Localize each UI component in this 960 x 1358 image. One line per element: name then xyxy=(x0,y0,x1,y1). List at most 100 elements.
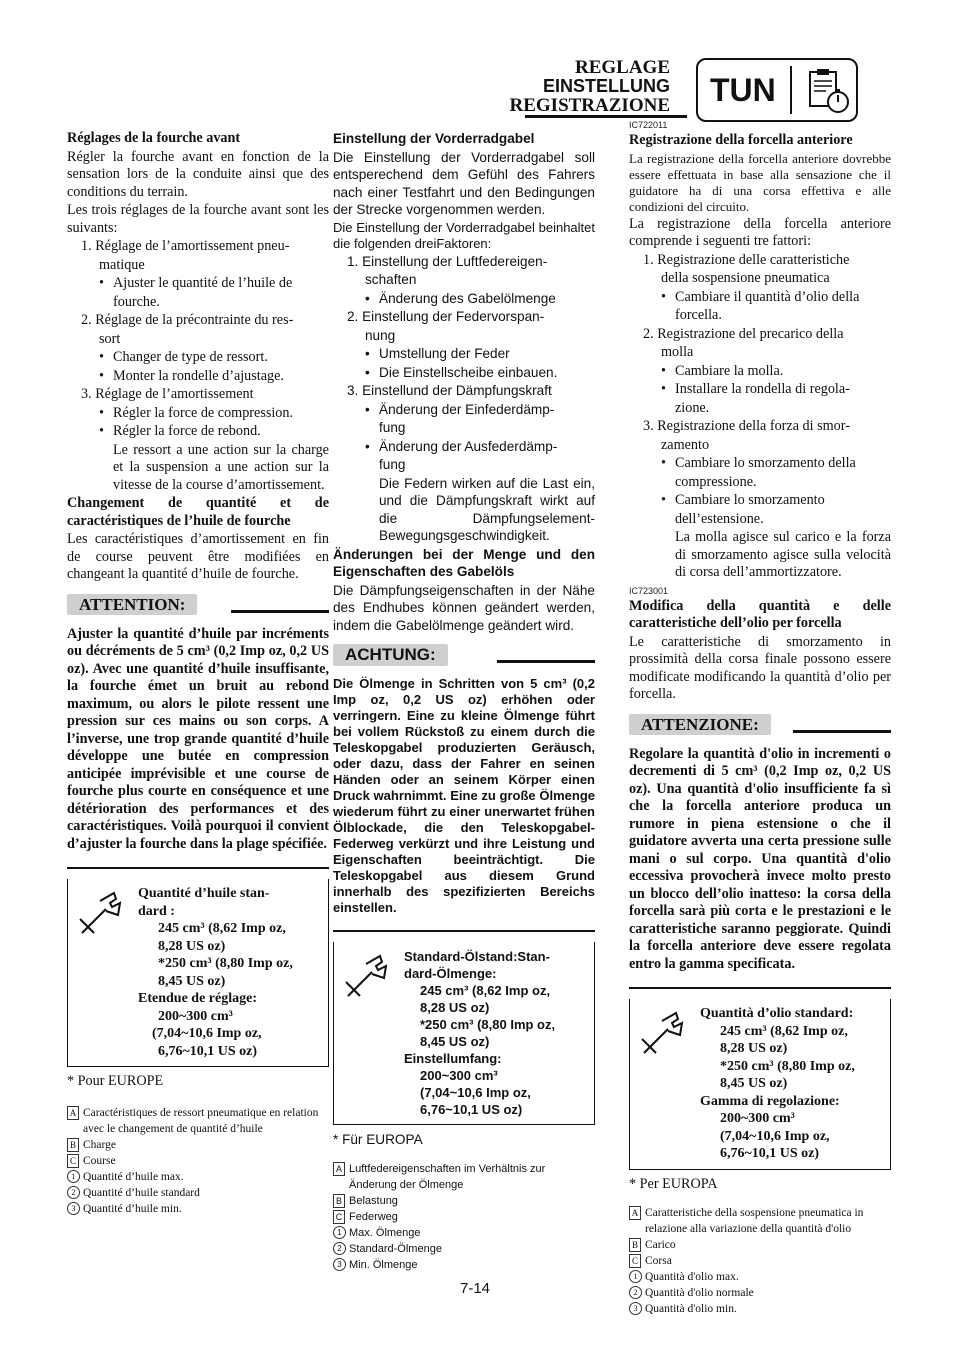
legend-key: 2 xyxy=(333,1241,346,1255)
spec-line: Gamma di regolazione: xyxy=(700,1093,840,1109)
legend-key: B xyxy=(333,1193,345,1208)
fr-step-2b: sort xyxy=(99,330,121,347)
it-step-2: 2. Registrazione del precarico della xyxy=(643,325,844,342)
legend-text: Min. Ölmenge xyxy=(349,1258,418,1271)
spec-line: Quantité d’huile stan- xyxy=(138,886,270,901)
it-intro2: La registrazione della forcella anterior… xyxy=(629,215,891,250)
legend-text: Federweg xyxy=(349,1210,398,1223)
legend-key: B xyxy=(67,1137,79,1152)
de-step-1b: schaften xyxy=(365,272,417,287)
it-subtitle-2: Modifica della quantità e delle caratter… xyxy=(629,597,891,632)
de-warning-text: Die Ölmenge in Schritten von 5 cm³ (0,2 … xyxy=(333,676,595,915)
spec-line: Etendue de réglage: xyxy=(138,991,257,1006)
fr-warning-rule xyxy=(231,609,329,613)
de-intro2: Die Einstellung der Vorderradgabel beinh… xyxy=(333,219,595,251)
legend-text: Caratteristiche della sospensione pneuma… xyxy=(645,1207,864,1235)
legend-key: 2 xyxy=(67,1185,80,1199)
legend-key: 3 xyxy=(333,1257,346,1271)
legend-key: A xyxy=(67,1105,79,1120)
wrench-icon xyxy=(641,1011,684,1054)
de-intro: Die Einstellung der Vorderradgabel soll … xyxy=(333,149,595,218)
fr-spec-box: Quantité d’huile stan- dard : 245 cm³ (8… xyxy=(67,879,329,1067)
legend-text: Course xyxy=(83,1154,116,1167)
it-step-3-bullet-1b: compressione. xyxy=(675,473,757,490)
it-step-2b: molla xyxy=(661,344,694,360)
de-step-3-bullet-1: Änderung der Einfederdämp- xyxy=(333,401,595,419)
legend-item: A Caratteristiche della sospensione pneum… xyxy=(629,1205,891,1237)
legend-text: Quantité d’huile standard xyxy=(83,1186,200,1199)
spec-line: *250 cm³ (8,80 Imp oz, xyxy=(720,1058,855,1074)
spec-line: 200~300 cm³ xyxy=(720,1111,795,1126)
it-step-2-bullet-2: Installare la rondella di regola- xyxy=(629,381,891,399)
fr-warning-text: Ajuster la quantité d’huile par incrémen… xyxy=(67,625,329,852)
de-step-3: 3. Einstellund der Dämpfungskraft xyxy=(347,383,552,398)
spec-line: 245 cm³ (8,62 Imp oz, xyxy=(720,1023,848,1039)
it-title: Registrazione della forcella anteriore xyxy=(629,132,853,148)
header-line-de: EINSTELLUNG xyxy=(542,76,670,96)
fr-step-3-bullet-2: Régler la force de rebond. xyxy=(67,423,329,441)
clipboard-stopwatch-icon xyxy=(809,69,849,113)
it-spec-lines: Quantità d’olio standard: 245 cm³ (8,62 … xyxy=(700,1005,882,1163)
it-spec-box: Quantità d’olio standard: 245 cm³ (8,62 … xyxy=(629,999,891,1170)
spec-line: Einstellumfang: xyxy=(404,1051,502,1066)
spec-line: (7,04~10,6 Imp oz, xyxy=(152,1026,262,1041)
de-subtitle-2-text: Die Dämpfungseigenschaften in der Nähe d… xyxy=(333,582,595,633)
de-step-2: 2. Einstellung der Federvorspan- xyxy=(347,309,545,324)
legend-item: A Luftfedereigenschaften im Verhältnis zu… xyxy=(333,1161,595,1193)
legend-text: Max. Ölmenge xyxy=(349,1226,421,1239)
legend-key: 1 xyxy=(629,1270,642,1283)
spec-line: *250 cm³ (8,80 Imp oz, xyxy=(420,1017,556,1032)
legend-text: Quantité d’huile max. xyxy=(83,1170,184,1183)
spec-line: Quantità d’olio standard: xyxy=(700,1006,854,1021)
it-step-1b: della sospensione pneumatica xyxy=(661,270,830,286)
column-german: Einstellung der Vorderradgabel Die Einst… xyxy=(333,130,595,1273)
legend-text: Quantité d’huile min. xyxy=(83,1202,182,1215)
fr-spec-lines: Quantité d’huile stan- dard : 245 cm³ (8… xyxy=(138,885,320,1060)
fr-intro2: Les trois réglages de la fourche avant s… xyxy=(67,202,329,236)
legend-key: B xyxy=(629,1238,641,1252)
header-line-fr: REGLAGE xyxy=(574,57,670,78)
spec-line: 8,45 US oz) xyxy=(158,973,226,989)
wrench-icon xyxy=(345,954,388,997)
de-step-1-bullet: Änderung des Gabelölmenge xyxy=(333,290,595,308)
de-legend: A Luftfedereigenschaften im Verhältnis zu… xyxy=(333,1161,595,1273)
it-warning-rule xyxy=(793,729,891,733)
de-title: Einstellung der Vorderradgabel xyxy=(333,131,535,146)
spec-line: Standard-Ölstand:Stan- xyxy=(404,949,550,964)
header-line-it: REGISTRAZIONE xyxy=(509,95,671,116)
legend-key: A xyxy=(333,1161,345,1176)
de-step-2-bullet-1: Umstellung der Feder xyxy=(333,345,595,363)
legend-text: Luftfedereigenschaften im Verhältnis zur… xyxy=(349,1162,546,1191)
de-warning-rule xyxy=(497,660,595,663)
de-step-2-bullet-2: Die Einstellscheibe einbauen. xyxy=(333,364,595,382)
it-warning-text: Regolare la quantità d'olio in increment… xyxy=(629,745,891,972)
it-legend: A Caratteristiche della sospensione pneum… xyxy=(629,1205,891,1317)
legend-text: Corsa xyxy=(645,1255,672,1267)
fr-step-3-bullet-1: Régler la force de compression. xyxy=(67,405,329,423)
fr-intro: Régler la fourche avant en fonction de l… xyxy=(67,148,329,200)
legend-key: A xyxy=(629,1206,641,1220)
section-badge: TUN xyxy=(696,58,858,122)
de-step-3-bullet-1b: fung xyxy=(379,420,406,435)
legend-key: 3 xyxy=(629,1302,642,1315)
de-step-3-bullet-2b: fung xyxy=(379,457,406,472)
fr-warning-header: ATTENTION: xyxy=(67,593,329,620)
de-subtitle-2: Änderungen bei der Menge und den Eigensc… xyxy=(333,546,595,580)
spec-line: 6,76~10,1 US oz) xyxy=(720,1146,820,1161)
spec-line: dard-Ölmenge: xyxy=(404,966,497,981)
de-spec-box: Standard-Ölstand:Stan- dard-Ölmenge: 245… xyxy=(333,942,595,1125)
legend-text: Belastung xyxy=(349,1194,398,1207)
legend-text: Caractéristiques de ressort pneumatique … xyxy=(83,1106,319,1135)
de-warning-header: ACHTUNG: xyxy=(333,644,595,670)
section-header: REGLAGE EINSTELLUNG REGISTRAZIONE xyxy=(510,58,671,115)
fr-subtitle-2: Changement de quantité et de caractérist… xyxy=(67,495,329,529)
it-step-2-bullet-2b: zione. xyxy=(675,399,710,416)
